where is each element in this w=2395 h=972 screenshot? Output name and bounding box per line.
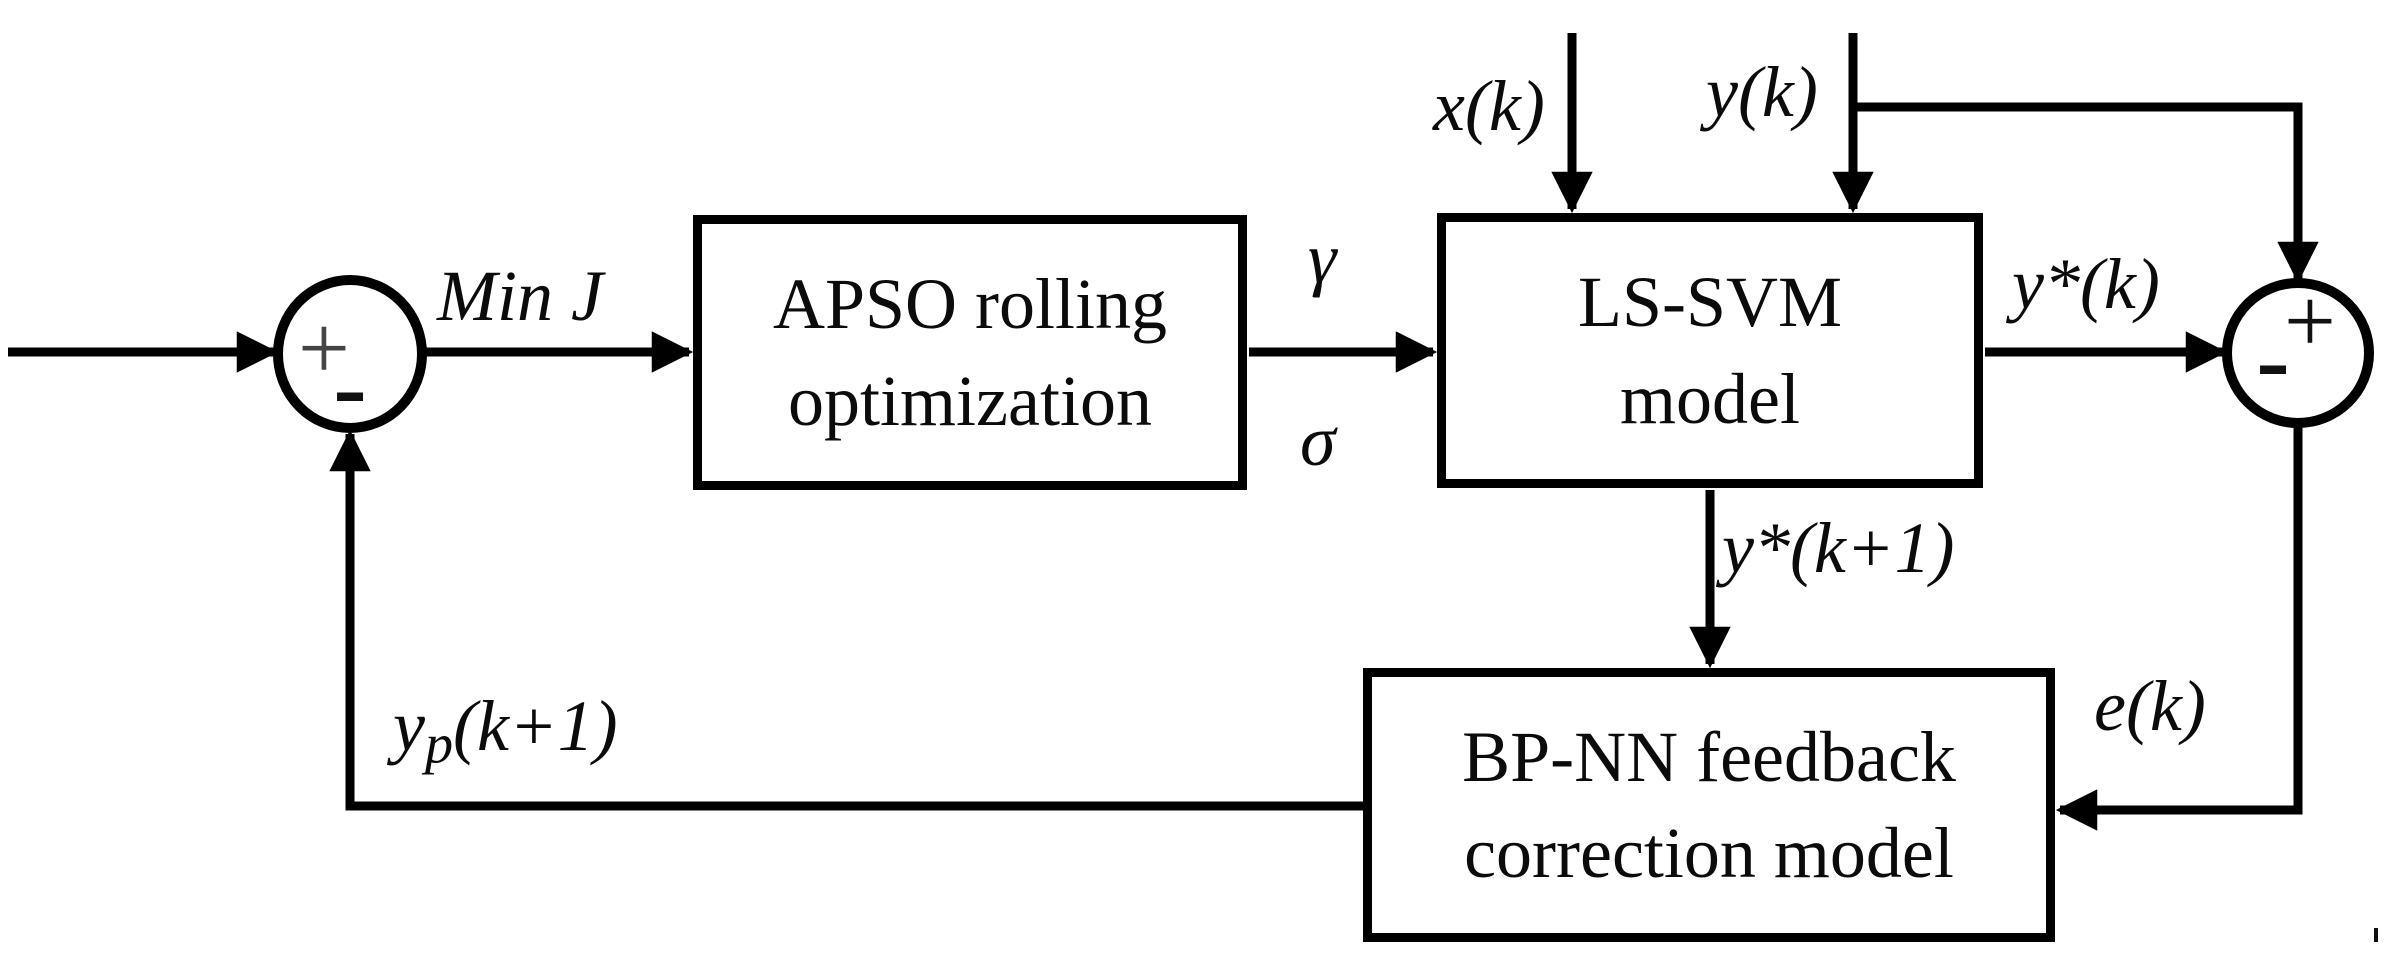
e-k-label: e(k)	[2094, 666, 2206, 746]
right-sum-minus-sign: -	[2256, 304, 2290, 415]
bpnn-label-line2: correction model	[1464, 813, 1954, 893]
apso-label-line1: APSO rolling	[772, 264, 1168, 345]
left-sum-plus-sign: +	[298, 297, 350, 399]
bpnn-label-line1: BP-NN feedback	[1462, 716, 1956, 797]
y-p-args: (k+1)	[453, 686, 618, 766]
left-sum-minus-sign: -	[333, 331, 367, 442]
ls-svm-model-block: LS-SVM model	[1437, 213, 1983, 488]
y-star-k-label: y*(k)	[2012, 244, 2160, 324]
yp-feedback-arrow	[329, 429, 1363, 811]
x-k-label: x(k)	[1433, 66, 1545, 146]
y-p-k-plus-1-label: yp(k+1)	[393, 690, 618, 773]
yk-branch-to-right-sum	[1853, 102, 2319, 284]
y-p-subscript: p	[424, 713, 454, 776]
gamma-label: γ	[1308, 218, 1337, 298]
apso-label-line2: optimization	[788, 360, 1152, 441]
right-sum-plus-sign: +	[2284, 270, 2336, 372]
min-j-label: Min J	[437, 256, 603, 336]
stray-tick-mark	[2374, 928, 2378, 942]
sigma-label: σ	[1300, 401, 1336, 481]
y-k-label: y(k)	[1706, 52, 1818, 132]
apso-rolling-optimization-block: APSO rolling optimization	[693, 215, 1247, 490]
y-star-k-plus-1-label: y*(k+1)	[1722, 508, 1955, 588]
lssvm-label-line2: model	[1620, 358, 1800, 439]
bpnn-feedback-correction-block: BP-NN feedback correction model	[1363, 668, 2055, 942]
ek-arrow-to-bpnn	[2055, 425, 2303, 831]
y-p-base: y	[393, 686, 425, 766]
lssvm-label-line1: LS-SVM	[1577, 262, 1843, 343]
